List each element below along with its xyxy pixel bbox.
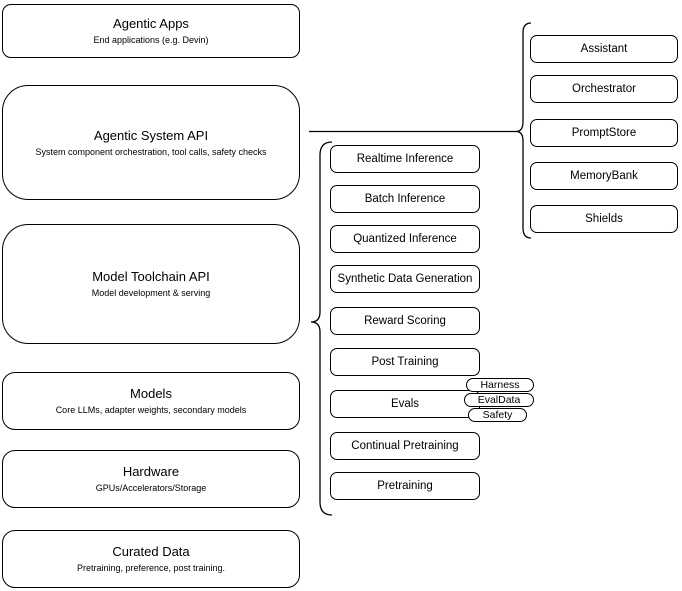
component-box-shields: Shields bbox=[530, 205, 678, 233]
curated-data-box: Curated Data Pretraining, preference, po… bbox=[2, 530, 300, 588]
service-box-reward-scoring: Reward Scoring bbox=[330, 307, 480, 335]
service-box-quantized-inference: Quantized Inference bbox=[330, 225, 480, 253]
box-title: Agentic Apps bbox=[113, 16, 189, 31]
box-title: Model Toolchain API bbox=[92, 269, 210, 284]
box-subtitle: Core LLMs, adapter weights, secondary mo… bbox=[55, 405, 247, 415]
box-subtitle: End applications (e.g. Devin) bbox=[93, 35, 209, 45]
model-toolchain-api-box: Model Toolchain API Model development & … bbox=[2, 224, 300, 344]
component-box-orchestrator: Orchestrator bbox=[530, 75, 678, 103]
box-title: Hardware bbox=[122, 464, 180, 479]
agentic-system-api-box: Agentic System API System component orch… bbox=[2, 85, 300, 200]
service-box-post-training: Post Training bbox=[330, 348, 480, 376]
service-box-realtime-inference: Realtime Inference bbox=[330, 145, 480, 173]
box-title: Agentic System API bbox=[93, 127, 209, 143]
agentic-apps-box: Agentic Apps End applications (e.g. Devi… bbox=[2, 4, 300, 58]
component-box-promptstore: PromptStore bbox=[530, 119, 678, 147]
box-subtitle: System component orchestration, tool cal… bbox=[35, 146, 267, 157]
hardware-box: Hardware GPUs/Accelerators/Storage bbox=[2, 450, 300, 508]
box-title: Models bbox=[130, 386, 172, 401]
service-box-continual-pretraining: Continual Pretraining bbox=[330, 432, 480, 460]
box-subtitle: GPUs/Accelerators/Storage bbox=[95, 483, 207, 493]
service-box-synthetic-data-generation: Synthetic Data Generation bbox=[330, 265, 480, 293]
eval-tag-pill-safety: Safety bbox=[468, 408, 527, 422]
component-box-assistant: Assistant bbox=[530, 35, 678, 63]
toolchain-services-brace bbox=[310, 141, 333, 516]
box-subtitle: Pretraining, preference, post training. bbox=[76, 563, 226, 573]
box-title: Curated Data bbox=[112, 544, 190, 559]
component-box-memorybank: MemoryBank bbox=[530, 162, 678, 190]
eval-tag-pill-harness: Harness bbox=[466, 378, 534, 392]
models-box: Models Core LLMs, adapter weights, secon… bbox=[2, 372, 300, 430]
eval-tag-pill-evaldata: EvalData bbox=[464, 393, 534, 407]
box-subtitle: Model development & serving bbox=[91, 288, 211, 298]
service-box-batch-inference: Batch Inference bbox=[330, 185, 480, 213]
system-components-brace bbox=[515, 22, 532, 239]
service-box-evals: Evals bbox=[330, 390, 480, 418]
service-box-pretraining: Pretraining bbox=[330, 472, 480, 500]
